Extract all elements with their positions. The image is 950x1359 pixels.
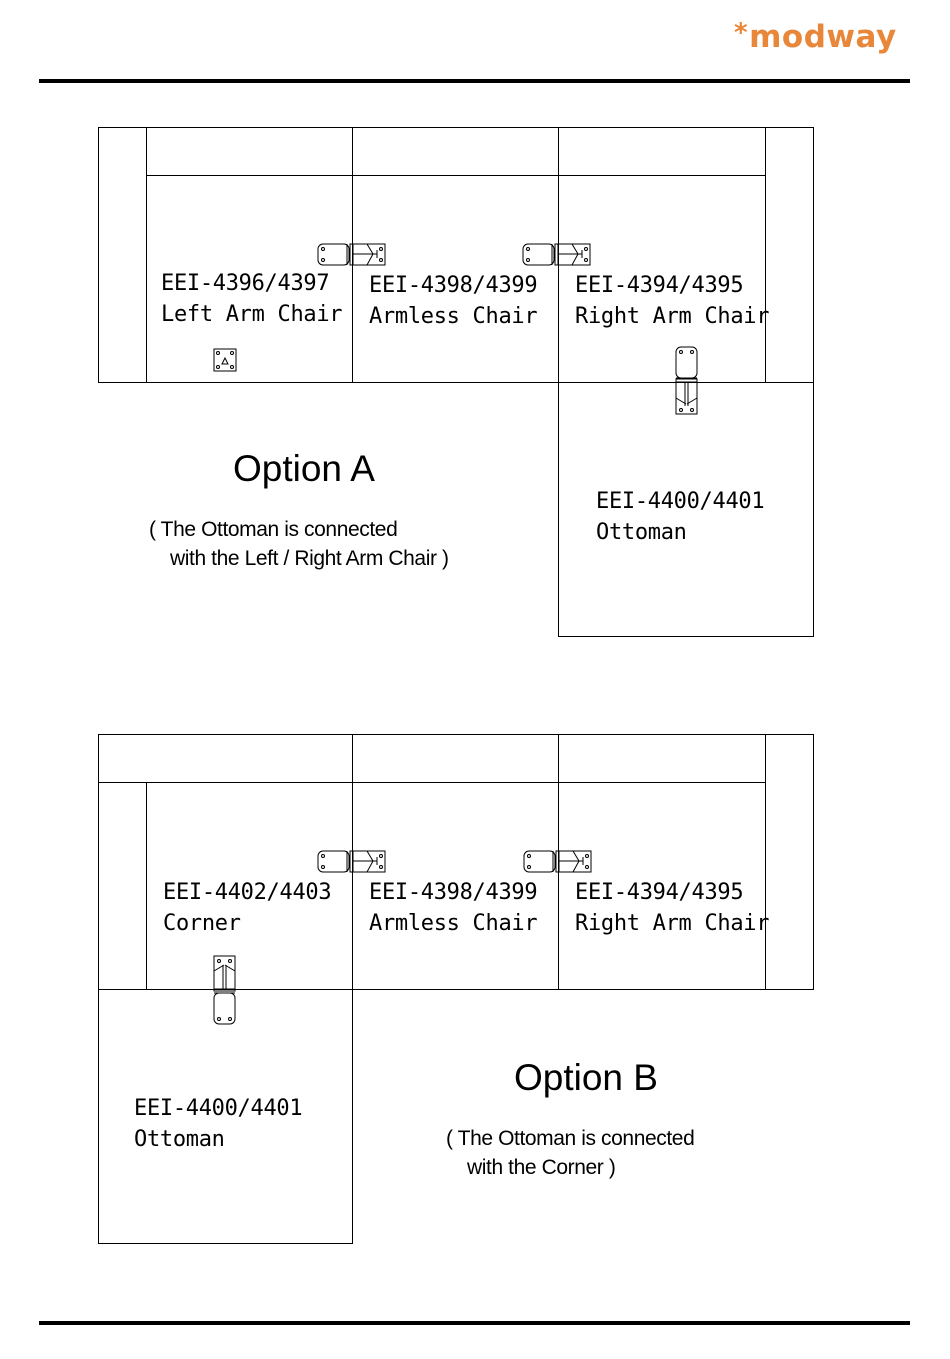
modway-logo: *modway xyxy=(734,19,897,55)
vertical-connector-bracket-icon xyxy=(675,346,698,415)
back-cushion-2 xyxy=(352,127,559,176)
piece-name: Left Arm Chair xyxy=(161,302,343,327)
piece-name: Armless Chair xyxy=(369,911,538,936)
corner-side-outline xyxy=(98,782,147,990)
piece-name: Ottoman xyxy=(134,1127,225,1152)
option-note-line2: with the Left / Right Arm Chair ) xyxy=(170,547,449,570)
option-note-line1: ( The Ottoman is connected xyxy=(446,1127,695,1150)
right-arm-outline xyxy=(765,734,814,990)
vertical-connector-bracket-icon xyxy=(213,955,236,1025)
piece-code: EEI-4396/4397 xyxy=(161,271,330,296)
horizontal-connector-bracket-icon xyxy=(523,850,592,873)
piece-label: EEI-4400/4401 Ottoman xyxy=(596,486,765,548)
right-arm-outline xyxy=(765,127,814,383)
back-cushion-2 xyxy=(352,734,559,783)
header-rule xyxy=(39,79,910,83)
piece-name: Corner xyxy=(163,911,241,936)
back-cushion-1 xyxy=(146,127,353,176)
piece-name: Ottoman xyxy=(596,520,687,545)
back-cushion-3 xyxy=(558,127,766,176)
small-bracket-icon xyxy=(213,348,237,372)
piece-label: EEI-4396/4397 Left Arm Chair xyxy=(161,268,343,330)
horizontal-connector-bracket-icon xyxy=(317,243,386,266)
corner-back-outline xyxy=(98,734,353,783)
footer-rule xyxy=(39,1321,910,1325)
piece-code: EEI-4398/4399 xyxy=(369,880,538,905)
piece-label: EEI-4394/4395 Right Arm Chair xyxy=(575,877,769,939)
option-note-line2: with the Corner ) xyxy=(467,1156,616,1179)
piece-name: Right Arm Chair xyxy=(575,911,770,936)
left-arm-outline xyxy=(98,127,147,383)
piece-label: EEI-4400/4401 Ottoman xyxy=(134,1093,303,1155)
piece-name: Right Arm Chair xyxy=(575,304,770,329)
piece-code: EEI-4402/4403 xyxy=(163,880,332,905)
piece-code: EEI-4400/4401 xyxy=(596,489,765,514)
piece-label: EEI-4394/4395 Right Arm Chair xyxy=(575,270,769,332)
piece-code: EEI-4398/4399 xyxy=(369,273,538,298)
horizontal-connector-bracket-icon xyxy=(317,850,386,873)
piece-code: EEI-4400/4401 xyxy=(134,1096,303,1121)
logo-text: modway xyxy=(749,19,897,55)
piece-label: EEI-4398/4399 Armless Chair xyxy=(369,877,538,939)
logo-star-icon: * xyxy=(734,18,749,48)
back-cushion-3 xyxy=(558,734,766,783)
piece-code: EEI-4394/4395 xyxy=(575,273,744,298)
seat-right-arm-chair xyxy=(558,782,766,990)
horizontal-connector-bracket-icon xyxy=(522,243,591,266)
option-note-line1: ( The Ottoman is connected xyxy=(149,518,398,541)
piece-code: EEI-4394/4395 xyxy=(575,880,744,905)
option-title: Option B xyxy=(514,1057,658,1098)
piece-label: EEI-4398/4399 Armless Chair xyxy=(369,270,538,332)
piece-name: Armless Chair xyxy=(369,304,538,329)
option-title: Option A xyxy=(233,448,375,489)
piece-label: EEI-4402/4403 Corner xyxy=(163,877,332,939)
